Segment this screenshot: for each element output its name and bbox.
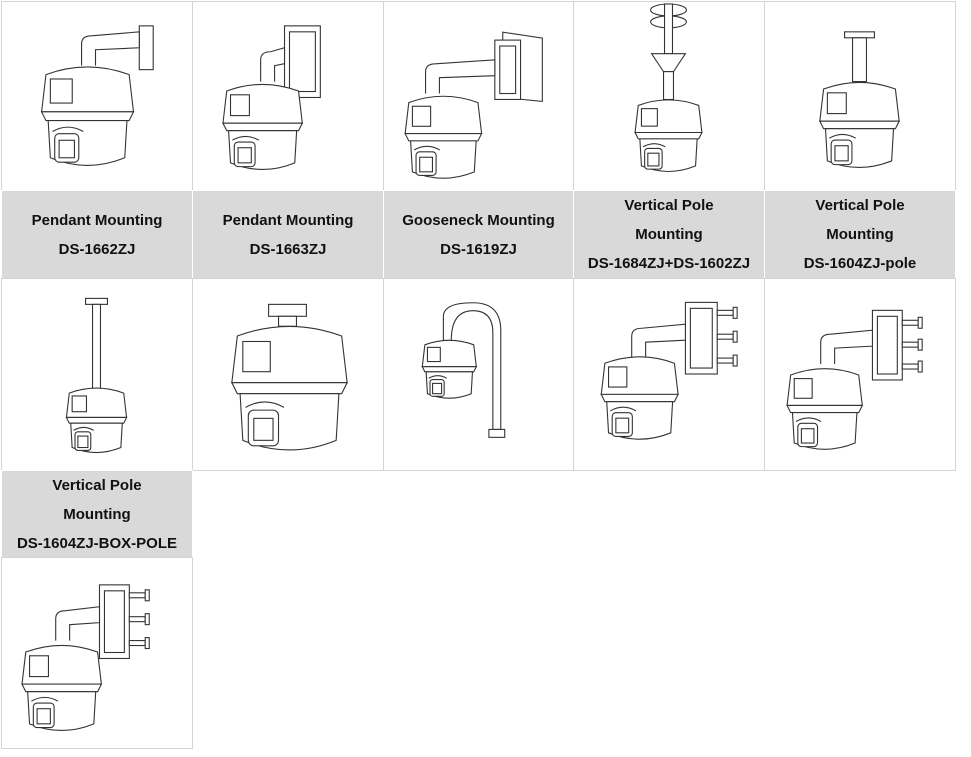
camera-mount-icon	[65, 297, 128, 454]
camera-mount-icon	[230, 303, 349, 451]
camera-mount-icon	[404, 31, 543, 179]
camera-mount-icon	[600, 301, 738, 440]
camera-mount-icon	[40, 25, 154, 166]
vertical-pole-mount-1604-pole-drawing	[764, 1, 956, 191]
mount-label-line: Gooseneck Mounting	[402, 211, 555, 229]
gooseneck-mount-1619-drawing	[383, 1, 574, 191]
vertical-pole-mount-1684-1602-drawing	[573, 1, 765, 191]
mount-label-line: DS-1663ZJ	[249, 240, 327, 258]
mount-label-line: DS-1604ZJ-BOX-POLE	[16, 534, 178, 552]
mount-label-line: DS-1662ZJ	[58, 240, 136, 258]
mount-label-line: Vertical Pole	[815, 197, 905, 214]
pole-box-mount-drawing	[573, 278, 765, 471]
mount-label-line: Pendant Mounting	[222, 211, 354, 229]
long-pendant-drawing	[1, 278, 193, 471]
mount-label-line: DS-1684ZJ+DS-1602ZJ	[587, 255, 751, 272]
pendant-mount-1663-drawing	[192, 1, 384, 191]
gooseneck-drawing	[383, 278, 574, 471]
camera-mount-icon	[222, 25, 321, 170]
mount-label-line: Mounting	[63, 505, 131, 523]
pendant-mount-1662-drawing	[1, 1, 193, 191]
vertical-pole-box-mount-drawing	[1, 557, 193, 749]
mount-label-line: Mounting	[826, 226, 894, 243]
mount-label-line: Mounting	[635, 226, 703, 243]
camera-mount-icon	[786, 309, 923, 450]
camera-mount-icon	[634, 3, 703, 173]
mount-label-line: DS-1604ZJ-pole	[803, 255, 917, 272]
ceiling-mount-drawing	[192, 278, 384, 471]
camera-mount-icon	[21, 584, 150, 731]
mount-label-line: Pendant Mounting	[31, 211, 163, 229]
mount-label-line: Vertical Pole	[52, 476, 142, 494]
pole-box-mount-drawing-2	[764, 278, 956, 471]
mount-label-line: Vertical Pole	[624, 197, 714, 214]
mount-label-line: DS-1619ZJ	[440, 240, 517, 258]
camera-mount-icon	[818, 31, 901, 168]
camera-mount-icon	[421, 302, 506, 438]
